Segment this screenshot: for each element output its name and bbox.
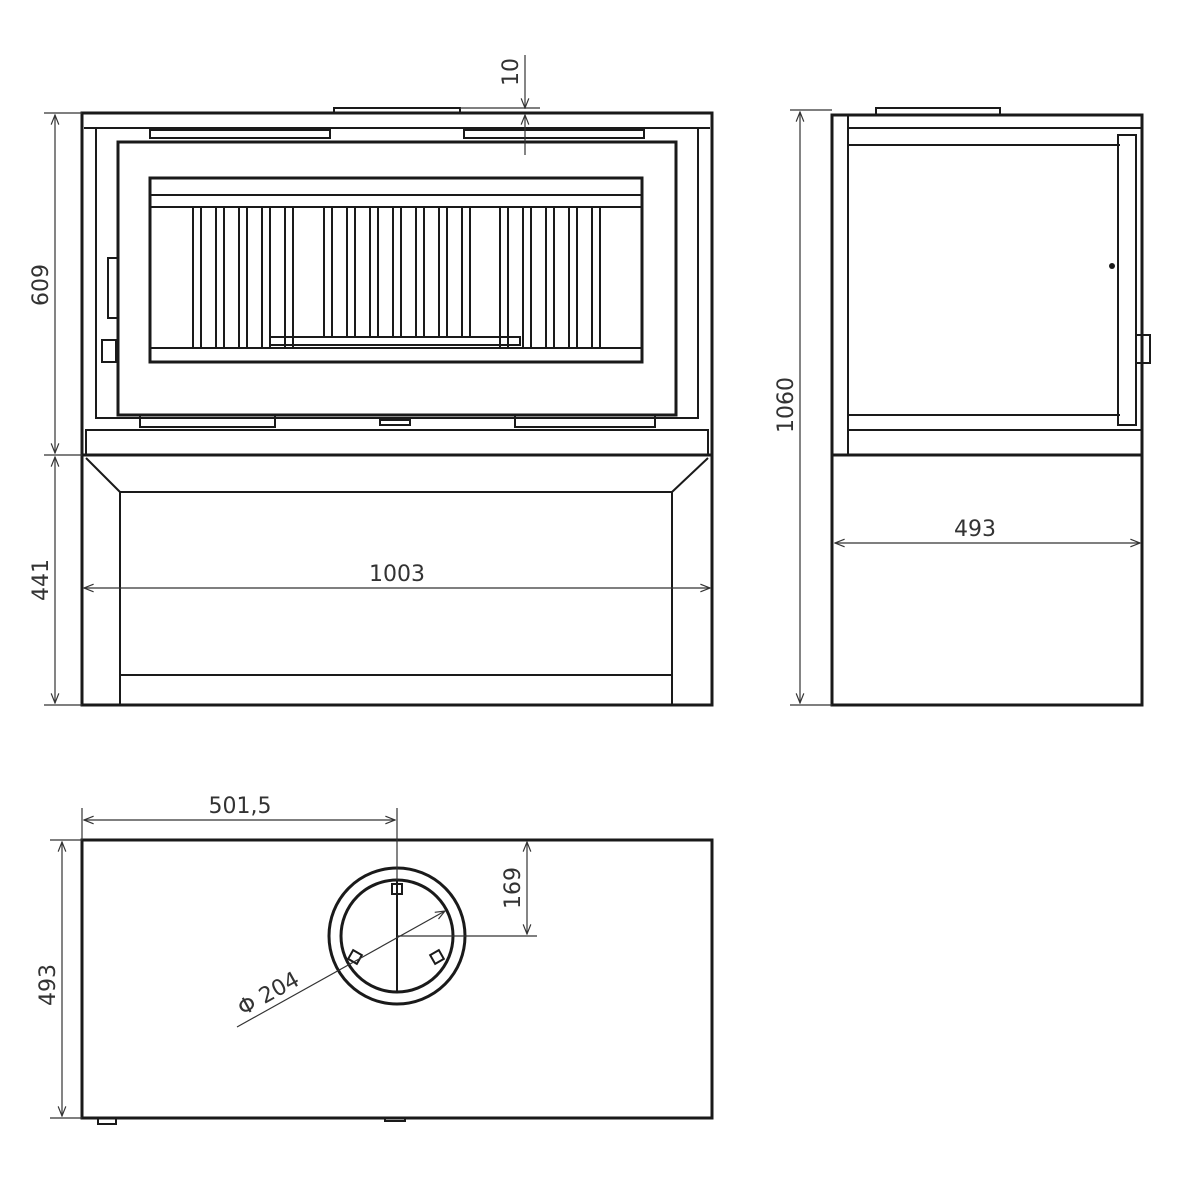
dim-1060: 1060 xyxy=(774,377,799,433)
dim-441: 441 xyxy=(29,559,54,601)
side-dimensions: 1060 493 xyxy=(774,109,1140,706)
dim-501-5: 501,5 xyxy=(209,794,272,819)
dim-609: 609 xyxy=(29,264,54,306)
dim-flue-diameter: Φ 204 xyxy=(234,967,304,1021)
front-dimensions: 609 441 1003 10 xyxy=(29,55,710,706)
dim-1003: 1003 xyxy=(369,562,425,587)
dim-10: 10 xyxy=(499,58,524,86)
dim-493-top: 493 xyxy=(36,964,61,1006)
top-view xyxy=(80,838,714,1125)
dim-493-side: 493 xyxy=(954,517,996,542)
front-view xyxy=(80,107,714,707)
dim-169: 169 xyxy=(501,867,526,909)
side-view xyxy=(830,107,1151,707)
grate-bars xyxy=(192,206,601,349)
